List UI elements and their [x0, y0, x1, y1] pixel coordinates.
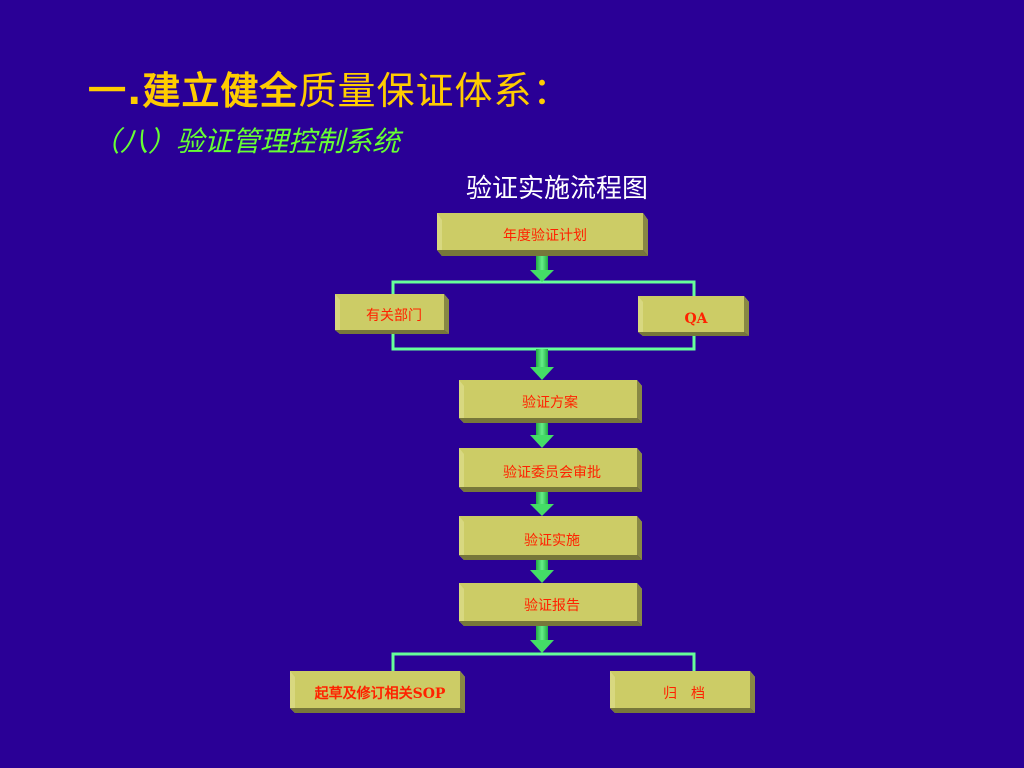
node-implementation-label: 验证实施 [524, 533, 580, 549]
arrow-plan-to-split [530, 256, 554, 282]
node-report-label: 验证报告 [524, 598, 580, 614]
node-implementation: 验证实施 [459, 516, 642, 560]
node-related-dept: 有关部门 [335, 294, 449, 334]
arrow-merge-to-protocol [530, 349, 554, 380]
page-title-bold: 一.建立健全 [88, 69, 299, 113]
arrow-protocol-to-committee [530, 423, 554, 448]
page-title: 一.建立健全质量保证体系： [88, 60, 571, 115]
node-archive: 归 档 [610, 671, 755, 713]
arrow-implementation-to-report [530, 560, 554, 583]
split-bottom-line [391, 652, 696, 675]
node-annual-plan-label: 年度验证计划 [503, 228, 587, 244]
node-draft-sop-label: 起草及修订相关SOP [314, 685, 446, 702]
node-qa-label: QA [684, 311, 708, 327]
node-annual-plan: 年度验证计划 [437, 213, 648, 256]
node-committee-approval: 验证委员会审批 [459, 448, 642, 492]
node-protocol: 验证方案 [459, 380, 642, 423]
node-qa: QA [638, 296, 749, 336]
page-title-rest: 质量保证体系： [298, 69, 572, 113]
arrow-committee-to-implementation [530, 492, 554, 516]
node-protocol-label: 验证方案 [522, 394, 578, 411]
node-related-dept-label: 有关部门 [366, 308, 422, 324]
node-archive-label: 归 档 [663, 685, 705, 702]
node-report: 验证报告 [459, 583, 642, 626]
node-committee-approval-label: 验证委员会审批 [503, 465, 601, 481]
page-subtitle: （八）验证管理控制系统 [92, 125, 401, 158]
arrows [530, 256, 554, 653]
flowchart-title: 验证实施流程图 [465, 174, 648, 204]
node-draft-sop: 起草及修订相关SOP [290, 671, 465, 713]
arrow-report-to-split [530, 626, 554, 653]
